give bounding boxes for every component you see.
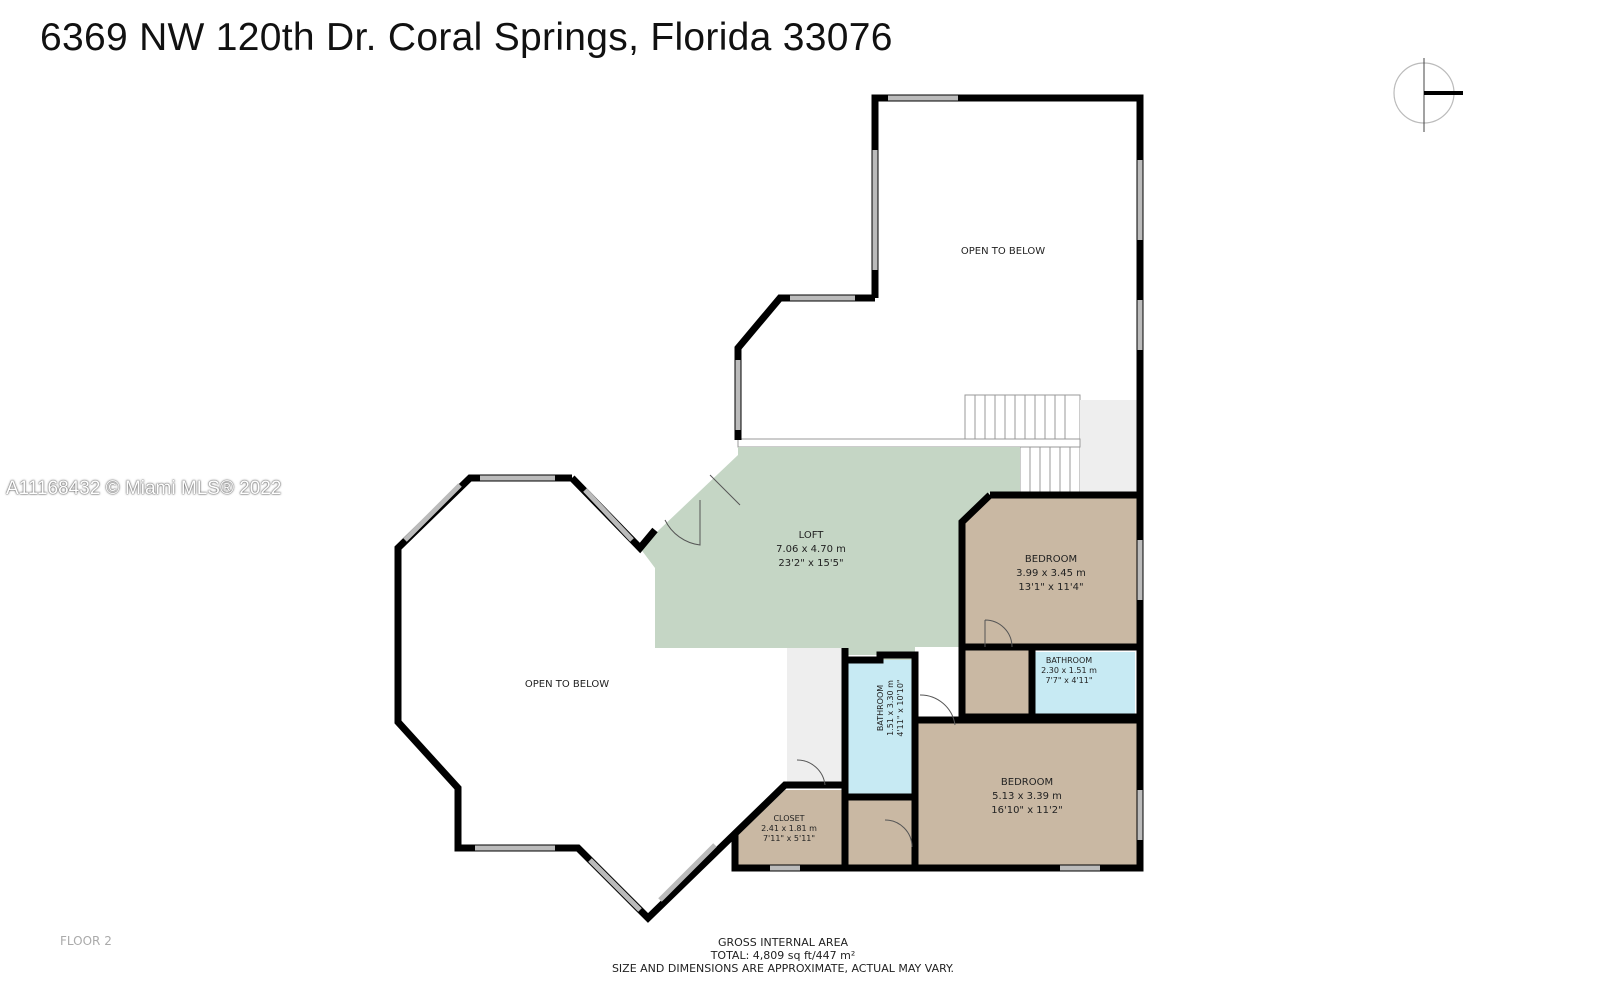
room-label: BEDROOM xyxy=(1025,554,1077,565)
storage-room xyxy=(965,650,1030,717)
staircase xyxy=(737,394,1138,494)
room-dimensions: 16'10" x 11'2" xyxy=(991,805,1063,816)
room-dimensions: 13'1" x 11'4" xyxy=(1018,582,1083,593)
doors xyxy=(664,474,1013,848)
room-label: LOFT xyxy=(799,530,825,541)
room-dimensions: 5.13 x 3.39 m xyxy=(992,791,1062,802)
bathroom-2-area xyxy=(847,660,912,795)
page-title: 6369 NW 120th Dr. Coral Springs, Florida… xyxy=(40,16,893,59)
room-dimensions: 2.41 x 1.81 m xyxy=(761,824,817,833)
room-dimensions: 7'11" x 5'11" xyxy=(763,834,815,843)
room-dimensions: 23'2" x 15'5" xyxy=(778,558,843,569)
bedroom-2-area xyxy=(915,720,1140,868)
floor-label: FLOOR 2 xyxy=(60,934,112,948)
bathroom-1-area xyxy=(1035,652,1135,717)
compass-icon xyxy=(1393,58,1463,132)
room-label: OPEN TO BELOW xyxy=(961,246,1045,257)
room-label: BEDROOM xyxy=(1001,777,1053,788)
room-label: CLOSET xyxy=(773,814,804,823)
room-dimensions: 3.99 x 3.45 m xyxy=(1016,568,1086,579)
room-label: BATHROOM xyxy=(1046,656,1092,665)
room-label: BATHROOM xyxy=(876,685,885,731)
area-total: TOTAL: 4,809 sq ft/447 m² xyxy=(710,949,856,962)
room-dimensions: 4'11" x 10'10" xyxy=(896,679,905,736)
room-dimensions: 2.30 x 1.51 m xyxy=(1041,666,1097,675)
room-dimensions: 1.51 x 3.30 m xyxy=(886,680,895,736)
room-dimensions: 7.06 x 4.70 m xyxy=(776,544,846,555)
room-dimensions: 7'7" x 4'11" xyxy=(1045,676,1092,685)
bedroom-1-area xyxy=(962,495,1140,647)
watermark: A11168432 © Miami MLS® 2022 xyxy=(6,478,282,499)
area-heading: GROSS INTERNAL AREA xyxy=(717,936,849,949)
windows xyxy=(403,95,1143,912)
closet-area xyxy=(738,790,843,868)
area-disclaimer: SIZE AND DIMENSIONS ARE APPROXIMATE, ACT… xyxy=(611,962,955,975)
room-label: OPEN TO BELOW xyxy=(525,679,609,690)
loft-area xyxy=(640,447,1020,690)
hallway xyxy=(787,648,842,783)
area-summary: GROSS INTERNAL AREA TOTAL: 4,809 sq ft/4… xyxy=(583,936,983,975)
small-room xyxy=(847,800,915,868)
